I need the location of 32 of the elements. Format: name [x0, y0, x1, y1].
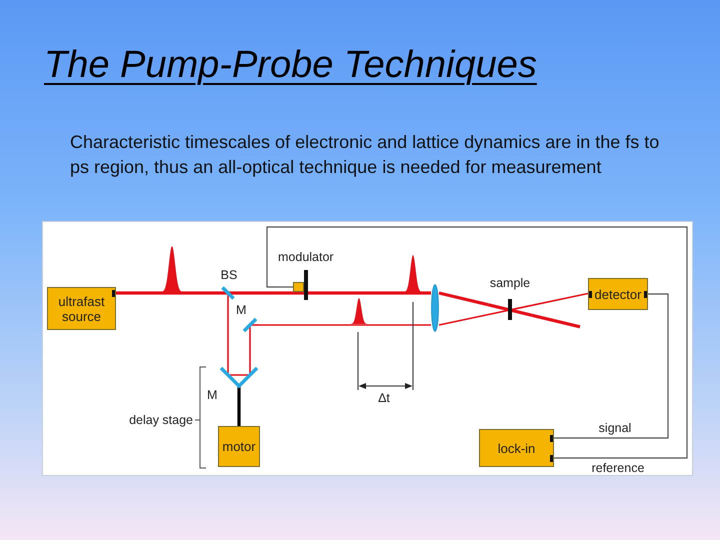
box-label: ultrafast source	[57, 294, 106, 324]
box-label: lock-in	[498, 440, 536, 456]
signal-wire	[554, 293, 669, 439]
laser-beam	[249, 334, 251, 366]
laser-beam	[532, 314, 580, 328]
laser-beam	[532, 292, 588, 306]
device-box	[588, 278, 648, 310]
component-label: modulator	[278, 250, 334, 264]
component-label: M	[207, 388, 218, 402]
edge-label: signal	[598, 421, 632, 435]
dimension-label: Δt	[377, 391, 391, 405]
edge-label: reference	[590, 461, 646, 475]
component-label: M	[236, 303, 246, 317]
component-label: sample	[488, 276, 532, 290]
box-label: detector	[594, 286, 642, 302]
slide-title: The Pump-Probe Techniques	[44, 43, 537, 88]
component-label: BS	[220, 268, 238, 282]
description-text: Characteristic timescales of electronic and lattice dynamics are in the fs to ps region, thus an all-optical technique is needed for measurement	[70, 131, 660, 179]
laser-beam	[239, 291, 278, 295]
device-box	[479, 429, 554, 467]
box-label: motor	[222, 439, 256, 454]
device-box	[47, 287, 116, 330]
mount-rod	[237, 402, 241, 426]
laser-beam	[336, 291, 431, 295]
laser-beam	[438, 314, 488, 326]
laser-beam	[227, 301, 229, 366]
laser-beam	[258, 324, 431, 326]
device-box	[218, 426, 260, 467]
signal-wire	[266, 226, 688, 459]
stage-label: delay stage	[128, 413, 193, 427]
laser-beam	[116, 291, 219, 295]
laser-beam	[438, 291, 488, 306]
